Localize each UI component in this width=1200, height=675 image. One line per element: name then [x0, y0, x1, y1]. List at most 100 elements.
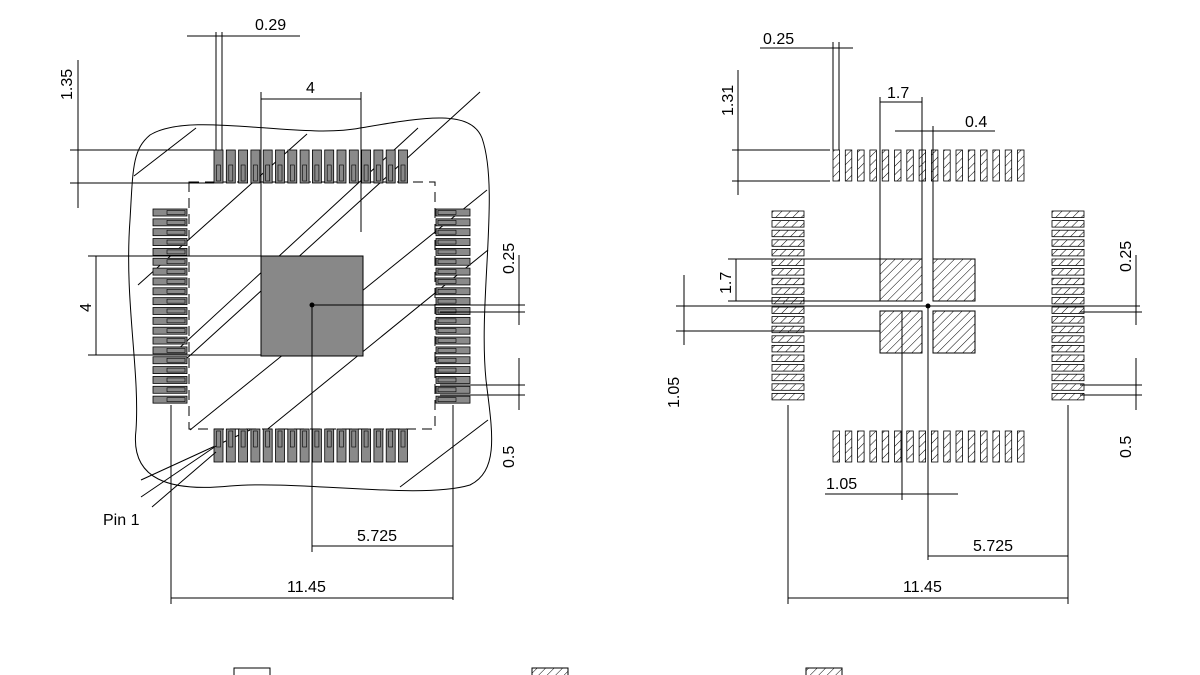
land: [1051, 373, 1085, 382]
pad: [299, 149, 310, 184]
land: [894, 149, 902, 182]
pad: [213, 149, 224, 184]
land: [881, 430, 890, 463]
land: [771, 258, 805, 266]
land: [906, 149, 914, 182]
pad: [385, 149, 396, 184]
pad: [336, 428, 347, 463]
dim-pad-width: 0.29: [187, 17, 300, 150]
pad: [152, 277, 188, 286]
dim-label-pitch: 0.5: [501, 446, 518, 468]
pad: [152, 346, 188, 355]
land: [1051, 258, 1085, 266]
land: [1051, 229, 1085, 238]
land: [1017, 430, 1025, 463]
land: [1051, 306, 1085, 314]
top-land-row: [832, 149, 1025, 182]
dim-label-pad-width: 0.29: [255, 17, 286, 34]
land: [771, 354, 805, 362]
pad: [385, 428, 396, 463]
pad: [152, 366, 188, 375]
pad: [435, 228, 471, 237]
pad: [152, 297, 188, 306]
land: [1051, 316, 1085, 324]
land: [771, 220, 805, 228]
pad: [324, 149, 335, 184]
land: [771, 316, 805, 324]
pad: [152, 228, 188, 237]
land: [881, 149, 890, 182]
dim-pitch: 0.5: [440, 358, 525, 468]
land: [1051, 325, 1085, 334]
dim-label-center-pad-vertical: 4: [78, 303, 95, 312]
land: [980, 149, 988, 182]
pad: [435, 287, 471, 296]
dim-half-span-right: 5.725: [927, 405, 1069, 604]
solder-mask-icon: [805, 667, 843, 675]
dim-offset-vertical: 1.05: [666, 275, 1140, 408]
dim-label-gap: 0.25: [501, 243, 518, 274]
pad: [311, 428, 322, 463]
dim-gap: 0.25: [312, 243, 525, 325]
land: [980, 430, 988, 463]
land: [1051, 296, 1085, 305]
land: [832, 149, 840, 182]
pad: [152, 208, 188, 217]
dim-land-width: 0.25: [760, 31, 853, 150]
dim-center-pad-vertical: 4: [78, 255, 261, 356]
pad: [435, 218, 471, 227]
land: [1051, 287, 1085, 295]
bottom-land-row: [832, 430, 1025, 463]
land: [906, 430, 914, 463]
right-view: 0.25 1.31 1.7 0.4 1.7: [666, 31, 1142, 604]
land: [869, 149, 877, 182]
left-view: 0.29 1.35 4 4 0.25: [59, 17, 525, 604]
land: [955, 430, 963, 463]
land: [869, 430, 877, 463]
pad: [435, 257, 471, 266]
land: [1051, 210, 1085, 218]
land: [771, 268, 805, 276]
pad: [435, 395, 471, 404]
land: [1051, 392, 1085, 401]
land: [967, 430, 976, 463]
dim-label-span: 11.45: [287, 579, 326, 596]
land: [894, 430, 902, 463]
land: [1051, 268, 1085, 276]
pad: [275, 149, 285, 184]
pad: [152, 247, 188, 256]
pad: [373, 149, 384, 184]
dim-label-center-pad: 4: [306, 80, 315, 97]
pad: [435, 238, 471, 246]
pad: [152, 326, 188, 335]
land: [771, 383, 805, 391]
land: [1051, 239, 1085, 247]
thermal-sub-pads: [879, 258, 976, 354]
land: [1051, 354, 1085, 362]
land: [1051, 277, 1085, 286]
land: [771, 210, 805, 218]
copper-pad-icon: [233, 667, 271, 675]
bottom-pad-row: [213, 428, 408, 463]
pad: [373, 428, 384, 463]
pad: [299, 428, 310, 463]
pad: [152, 395, 188, 404]
dim-label-offset-horizontal: 1.05: [826, 476, 857, 493]
right-pad-column: [435, 208, 471, 404]
dim-label-land-length: 1.31: [720, 85, 737, 116]
pad: [435, 307, 471, 315]
dim-land-length: 1.31: [720, 70, 830, 195]
land: [1051, 344, 1085, 353]
land: [1051, 220, 1085, 228]
land: [1017, 149, 1025, 182]
pad: [435, 316, 471, 325]
pad: [435, 208, 471, 217]
pad: [152, 287, 188, 296]
legend: [233, 667, 843, 675]
pad: [435, 326, 471, 335]
pad: [152, 336, 188, 345]
pad: [152, 316, 188, 325]
dim-span: 11.45: [170, 405, 453, 604]
land: [771, 325, 805, 334]
land: [771, 344, 805, 353]
